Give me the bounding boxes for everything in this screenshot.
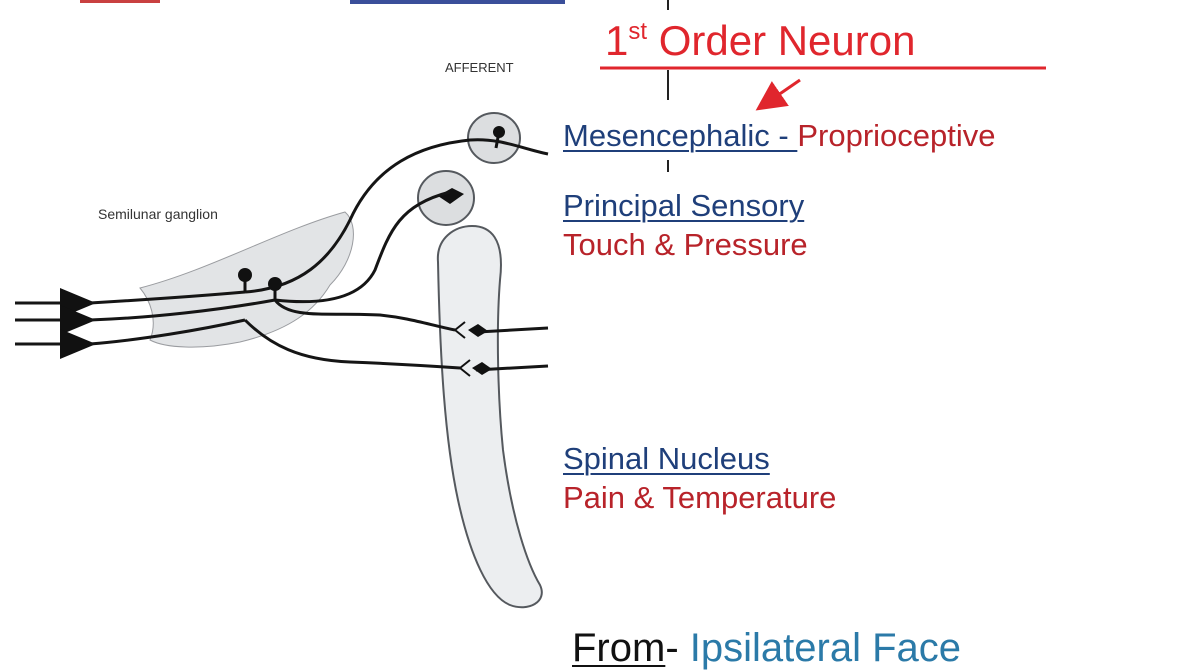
mesencephalic-name: Mesencephalic - [563, 118, 797, 153]
mesencephalic-nucleus [468, 113, 520, 163]
afferent-label: AFFERENT [445, 61, 514, 74]
red-pointer-arrow [768, 80, 800, 102]
title-superscript: st [628, 18, 647, 45]
spinal-nucleus-column [438, 226, 542, 607]
top-edge-fragments [80, 0, 565, 4]
page-title: 1st Order Neuron [605, 20, 915, 62]
footer-source: From- Ipsilateral Face [572, 628, 961, 668]
ganglion-label: Semilunar ganglion [98, 207, 218, 221]
title-prefix: 1 [605, 17, 628, 64]
footer-ipsilateral-face: Ipsilateral Face [690, 626, 961, 670]
title-main: Order Neuron [647, 17, 915, 64]
footer-dash: - [665, 626, 689, 670]
footer-from: From [572, 626, 665, 670]
mesencephalic-row: Mesencephalic - Proprioceptive [563, 120, 996, 151]
principal-sensory-function: Touch & Pressure [563, 229, 808, 260]
mesencephalic-function: Proprioceptive [797, 118, 995, 153]
principal-sensory-name: Principal Sensory [563, 190, 804, 221]
spinal-nucleus-function: Pain & Temperature [563, 482, 836, 513]
spinal-nucleus-name: Spinal Nucleus [563, 443, 770, 474]
